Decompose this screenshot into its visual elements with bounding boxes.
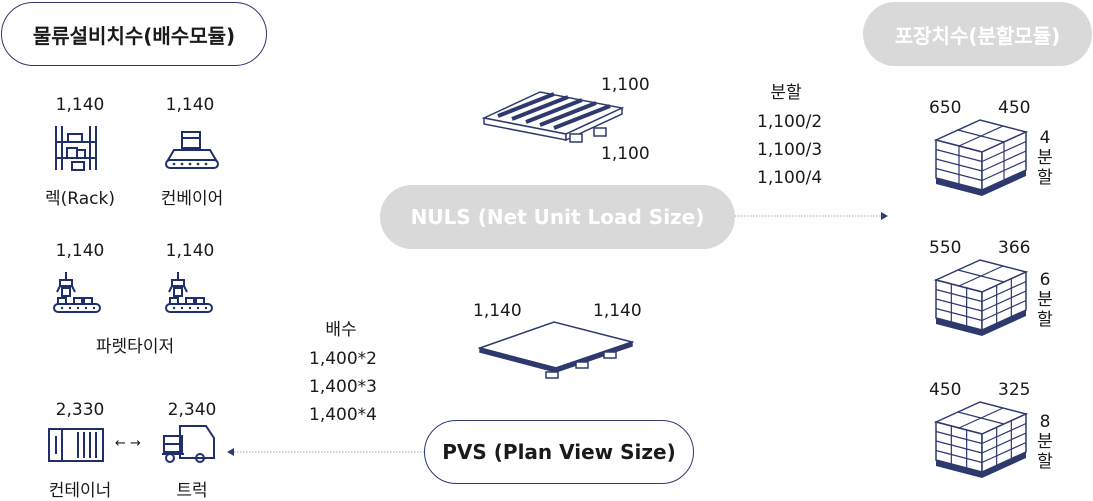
nuls-pill: NULS (Net Unit Load Size) bbox=[380, 185, 735, 249]
truck-icon bbox=[162, 425, 215, 463]
pvs-arrow bbox=[227, 448, 424, 456]
pvs-dim-right: 1,140 bbox=[593, 301, 642, 321]
multiple-title: 배수 bbox=[325, 320, 357, 340]
transport-arrow: ← → bbox=[115, 436, 141, 451]
pvs-pallet-icon bbox=[477, 321, 635, 379]
left-title-pill: 물류설비치수(배수모듈) bbox=[1, 2, 267, 66]
pkg3-dim-b: 325 bbox=[998, 380, 1031, 400]
pkg1-count: 4 분할 bbox=[1034, 128, 1056, 188]
pkg3-count-value: 8 bbox=[1039, 412, 1051, 432]
pkg1-split-word: 분할 bbox=[1037, 148, 1053, 188]
split-list: 1,100/2 1,100/3 1,100/4 bbox=[757, 108, 822, 192]
pkg2-dim-a: 550 bbox=[929, 238, 962, 258]
nuls-arrow bbox=[735, 212, 888, 220]
truck-label: 트럭 bbox=[176, 481, 208, 501]
carton-stack-icon bbox=[933, 119, 1029, 196]
pvs-pill: PVS (Plan View Size) bbox=[424, 420, 694, 484]
container-label: 컨테이너 bbox=[48, 481, 112, 501]
container-value: 2,330 bbox=[55, 400, 105, 420]
split-item: 1,100/2 bbox=[757, 112, 823, 132]
nuls-pallet-icon bbox=[481, 91, 625, 143]
container-icon bbox=[48, 428, 104, 462]
right-title-pill: 포장치수(분할모듈) bbox=[863, 2, 1092, 66]
conveyor-value: 1,140 bbox=[165, 95, 215, 115]
palletizer-label: 파렛타이저 bbox=[95, 337, 175, 357]
palletizer-icon bbox=[165, 272, 213, 313]
nuls-label: NULS (Net Unit Load Size) bbox=[410, 205, 705, 229]
split-item: 1,100/4 bbox=[757, 168, 823, 188]
rack-label: 렉(Rack) bbox=[45, 189, 115, 209]
pkg1-dim-a: 650 bbox=[929, 98, 962, 118]
rack-value: 1,140 bbox=[55, 95, 105, 115]
pkg3-split-word: 분할 bbox=[1037, 432, 1053, 472]
split-item: 1,100/3 bbox=[757, 140, 823, 160]
palletizer-icon bbox=[53, 272, 101, 313]
truck-value: 2,340 bbox=[167, 400, 217, 420]
pkg2-count-value: 6 bbox=[1039, 270, 1051, 290]
conveyor-icon bbox=[165, 131, 219, 169]
conveyor-label: 컨베이어 bbox=[160, 189, 224, 209]
pvs-label: PVS (Plan View Size) bbox=[442, 440, 676, 464]
multiple-item: 1,400*3 bbox=[309, 377, 377, 397]
split-title: 분할 bbox=[770, 83, 802, 103]
multiple-item: 1,400*2 bbox=[309, 349, 377, 369]
pkg1-dim-b: 450 bbox=[998, 98, 1031, 118]
palletizer-2-value: 1,140 bbox=[165, 241, 215, 261]
right-title: 포장치수(분할모듈) bbox=[894, 23, 1061, 48]
palletizer-1-value: 1,140 bbox=[55, 241, 105, 261]
pkg3-dim-a: 450 bbox=[929, 380, 962, 400]
pkg2-dim-b: 366 bbox=[998, 238, 1031, 258]
multiple-item: 1,400*4 bbox=[309, 405, 377, 425]
carton-stack-icon bbox=[933, 401, 1029, 478]
pkg3-count: 8 분할 bbox=[1034, 412, 1056, 472]
pvs-dim-left: 1,140 bbox=[473, 301, 522, 321]
multiple-list: 1,400*2 1,400*3 1,400*4 bbox=[309, 345, 377, 429]
nuls-dim-top: 1,100 bbox=[601, 75, 650, 95]
carton-stack-icon bbox=[933, 259, 1029, 336]
pkg2-count: 6 분할 bbox=[1034, 270, 1056, 330]
pkg2-split-word: 분할 bbox=[1037, 290, 1053, 330]
left-title: 물류설비치수(배수모듈) bbox=[32, 23, 236, 48]
rack-icon bbox=[55, 126, 97, 171]
nuls-dim-bottom: 1,100 bbox=[601, 144, 650, 164]
pkg1-count-value: 4 bbox=[1039, 128, 1051, 148]
